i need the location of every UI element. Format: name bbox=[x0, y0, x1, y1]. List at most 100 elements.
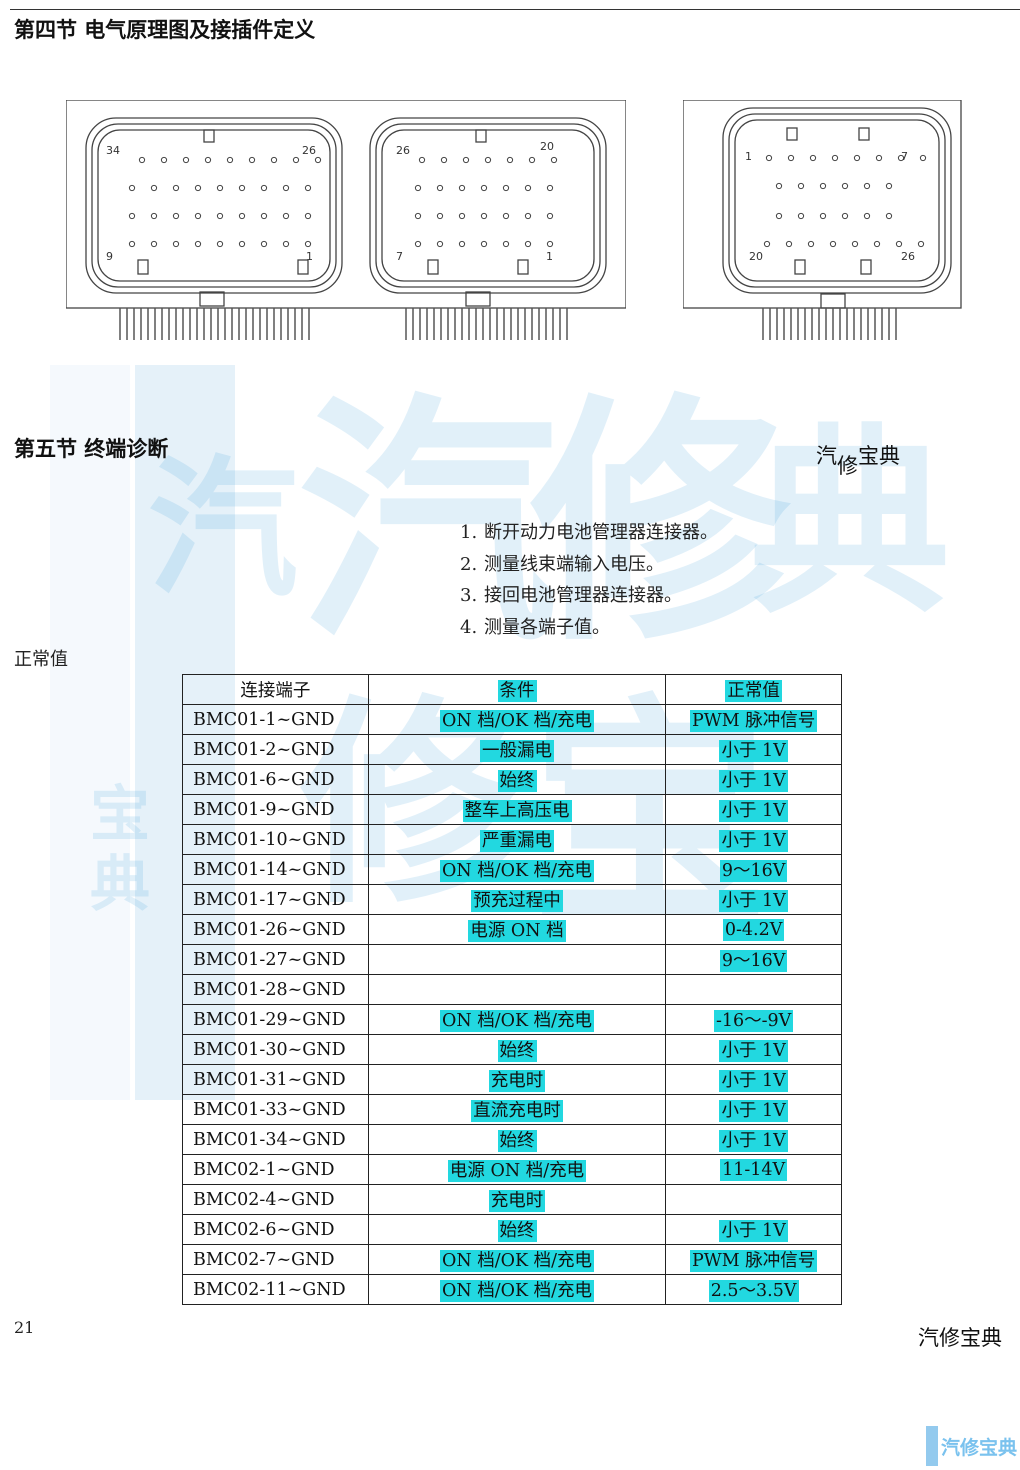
pin-hole bbox=[853, 154, 861, 162]
brand-char: 修 bbox=[837, 454, 858, 478]
pin-hole bbox=[528, 156, 536, 164]
value-cell: 11-14V bbox=[665, 1154, 842, 1185]
value-cell: 小于 1V bbox=[665, 734, 842, 765]
pin-hole bbox=[314, 156, 322, 164]
condition-cell: 整车上高压电 bbox=[367, 794, 667, 825]
step-item: 1.断开动力电池管理器连接器。 bbox=[460, 522, 718, 543]
value-cell: PWM 脉冲信号 bbox=[665, 1244, 842, 1275]
pin-hole bbox=[418, 156, 426, 164]
pin-hole bbox=[863, 182, 871, 190]
pin-hole bbox=[524, 212, 532, 220]
pin-hole bbox=[216, 184, 224, 192]
pin-hole bbox=[282, 184, 290, 192]
table-header-row: 连接端子 条件 正常值 bbox=[182, 674, 842, 705]
section-4-title: 第四节 电气原理图及接插件定义 bbox=[14, 18, 316, 42]
pin-hole bbox=[524, 240, 532, 248]
condition-cell: 始终 bbox=[367, 764, 667, 795]
pin-hole bbox=[150, 240, 158, 248]
pin-hole bbox=[502, 184, 510, 192]
value-cell: 小于 1V bbox=[665, 764, 842, 795]
pin-hole bbox=[172, 240, 180, 248]
pin-hole bbox=[172, 184, 180, 192]
terminal-cell: BMC01-1~GND bbox=[182, 704, 369, 735]
pin-hole bbox=[128, 184, 136, 192]
terminal-cell: BMC01-27~GND bbox=[182, 944, 369, 975]
pin-hole bbox=[809, 154, 817, 162]
pin-hole bbox=[917, 240, 925, 248]
brand-watermark-text: 汽修宝典 bbox=[816, 440, 900, 478]
pin-hole bbox=[841, 212, 849, 220]
pin-hole bbox=[819, 212, 827, 220]
pin-hole bbox=[765, 154, 773, 162]
pin-hole bbox=[462, 156, 470, 164]
condition-cell: 预充过程中 bbox=[367, 884, 667, 915]
value-cell: 小于 1V bbox=[665, 884, 842, 915]
pin-hole bbox=[440, 156, 448, 164]
value-cell bbox=[665, 974, 842, 1005]
value-cell: 小于 1V bbox=[665, 1124, 842, 1155]
pin-label: 7 bbox=[901, 150, 908, 163]
value-cell: 0-4.2V bbox=[665, 914, 842, 945]
pin-label: 26 bbox=[302, 144, 316, 157]
pin-hole bbox=[194, 184, 202, 192]
pin-hole bbox=[182, 156, 190, 164]
table-row: BMC01-28~GND bbox=[182, 974, 842, 1005]
header-rule bbox=[10, 9, 1020, 10]
pin-hole bbox=[546, 212, 554, 220]
pin-hole bbox=[248, 156, 256, 164]
pin-hole bbox=[787, 154, 795, 162]
condition-cell bbox=[367, 944, 667, 975]
pin-hole bbox=[260, 240, 268, 248]
pin-hole bbox=[546, 184, 554, 192]
step-item: 4.测量各端子值。 bbox=[460, 616, 610, 638]
pin-hole bbox=[480, 184, 488, 192]
terminal-cell: BMC01-17~GND bbox=[182, 884, 369, 915]
pin-hole bbox=[150, 212, 158, 220]
value-cell: 小于 1V bbox=[665, 1094, 842, 1125]
value-cell: 小于 1V bbox=[665, 1214, 842, 1245]
pin-hole bbox=[895, 240, 903, 248]
pin-hole bbox=[502, 212, 510, 220]
pin-hole bbox=[524, 184, 532, 192]
pin-hole bbox=[851, 240, 859, 248]
terminal-cell: BMC02-6~GND bbox=[182, 1214, 369, 1245]
pin-hole bbox=[260, 212, 268, 220]
header-normal-value: 正常值 bbox=[665, 674, 842, 705]
terminal-cell: BMC01-33~GND bbox=[182, 1094, 369, 1125]
pin-hole bbox=[238, 212, 246, 220]
value-cell: 小于 1V bbox=[665, 1034, 842, 1065]
pin-hole bbox=[897, 154, 905, 162]
pin-hole bbox=[875, 154, 883, 162]
pin-hole bbox=[831, 154, 839, 162]
terminal-cell: BMC02-4~GND bbox=[182, 1184, 369, 1215]
logo: 汽修宝典 bbox=[926, 1426, 1017, 1466]
value-cell: -16～-9V bbox=[665, 1004, 842, 1035]
pin-hole bbox=[194, 212, 202, 220]
terminal-cell: BMC01-14~GND bbox=[182, 854, 369, 885]
pin-hole bbox=[480, 212, 488, 220]
value-cell: 小于 1V bbox=[665, 794, 842, 825]
condition-cell: 一般漏电 bbox=[367, 734, 667, 765]
pin-hole bbox=[282, 240, 290, 248]
terminal-cell: BMC01-34~GND bbox=[182, 1124, 369, 1155]
value-cell: 2.5～3.5V bbox=[665, 1274, 842, 1305]
brand-char: 宝典 bbox=[858, 444, 900, 468]
pin-hole bbox=[128, 212, 136, 220]
pin-hole bbox=[216, 212, 224, 220]
terminal-cell: BMC01-6~GND bbox=[182, 764, 369, 795]
pin-hole bbox=[226, 156, 234, 164]
pin-hole bbox=[260, 184, 268, 192]
procedure-steps: 1.断开动力电池管理器连接器。 2.测量线束端输入电压。 3.接回电池管理器连接… bbox=[460, 517, 718, 643]
pin-hole bbox=[270, 156, 278, 164]
condition-cell: ON 档/OK 档/充电 bbox=[367, 1004, 667, 1035]
